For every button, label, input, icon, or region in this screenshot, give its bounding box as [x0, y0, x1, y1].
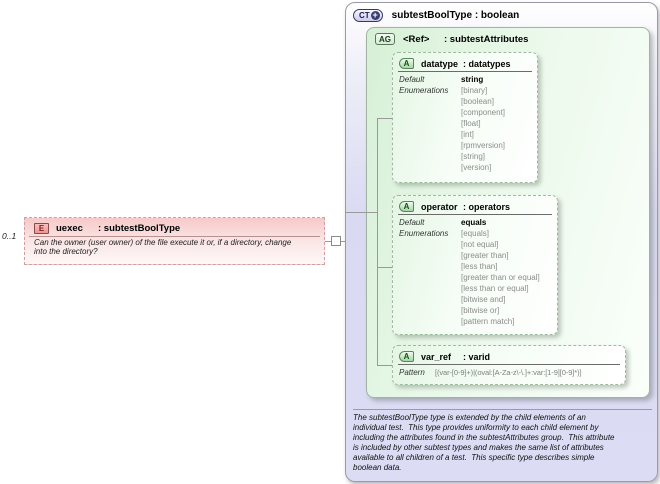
facet-label: Pattern [399, 368, 425, 377]
enumeration-value: [bitwise and] [461, 295, 506, 304]
enumeration-value: [greater than or equal] [461, 273, 540, 282]
facet-labels: Default Enumerations [399, 217, 461, 327]
attribute-operator-box[interactable]: A operator : operators Default Enumerati… [392, 195, 558, 335]
enumeration-value: [binary] [461, 86, 488, 95]
facet-labels: Default Enumerations [399, 74, 461, 173]
divider [398, 214, 552, 215]
pattern-row: Pattern [(var-[0-9]+)|(oval:[A-Za-z\-\.]… [393, 365, 625, 377]
cardinality-label: 0..1 [2, 231, 17, 241]
enumeration-value: [component] [461, 108, 506, 117]
attributegroup-name: <Ref> [403, 33, 430, 45]
enumeration-value: [equals] [461, 229, 490, 238]
attribute-icon: A [399, 58, 414, 69]
divider [398, 71, 532, 72]
annotation-line: into the directory? [34, 246, 98, 256]
collapse-toggle[interactable] [331, 236, 341, 246]
enumeration-value: [less than or equal] [461, 284, 529, 293]
attribute-name: datatype [421, 58, 459, 69]
element-header: E uexec : subtestBoolType [25, 218, 324, 234]
enumeration-value: [rpmversion] [461, 141, 506, 150]
attributegroup-icon: AG [375, 33, 395, 45]
facet-label: Enumerations [399, 229, 449, 238]
enumeration-value: [string] [461, 152, 486, 161]
divider [398, 364, 620, 365]
expand-plus-icon[interactable]: + [370, 10, 380, 20]
element-annotation: Can the owner (user owner) of the file e… [25, 237, 324, 256]
annotation-line: boolean data. [353, 463, 402, 472]
complextype-icon-label: CT [359, 11, 370, 20]
attribute-header: A operator : operators [393, 196, 557, 212]
default-value: string [461, 75, 484, 84]
enumeration-value: [float] [461, 119, 481, 128]
facet-label: Default [399, 75, 425, 84]
enumeration-value: [pattern match] [461, 317, 515, 326]
attribute-type: : varid [463, 351, 491, 362]
connector-line [377, 118, 392, 119]
attribute-icon: A [399, 201, 414, 212]
pattern-value: [(var-[0-9]+)|(oval:[A-Za-z\-\.]+:var:[1… [435, 368, 582, 377]
attribute-name: operator [421, 201, 458, 212]
attribute-type: : datatypes [463, 58, 511, 69]
enumeration-value: [not equal] [461, 240, 499, 249]
annotation-line: individual test. This type provides unif… [353, 423, 599, 432]
enumeration-value: [greater than] [461, 251, 509, 260]
annotation-line: Can the owner (user owner) of the file e… [34, 238, 292, 247]
enumeration-value: [less than] [461, 262, 498, 271]
facet-label: Default [399, 218, 425, 227]
facet-table: Default Enumerations string [binary] [bo… [393, 72, 537, 173]
element-uexec-box[interactable]: E uexec : subtestBoolType Can the owner … [24, 217, 325, 265]
enumeration-value: [boolean] [461, 97, 494, 106]
element-name: uexec [56, 222, 83, 234]
connector-line [346, 212, 377, 213]
enumeration-value: [bitwise or] [461, 306, 500, 315]
facet-values: equals [equals] [not equal] [greater tha… [461, 217, 540, 327]
connector-line [377, 118, 378, 366]
facet-table: Default Enumerations equals [equals] [no… [393, 215, 557, 327]
attribute-header: A datatype : datatypes [393, 53, 537, 69]
connector-line [377, 365, 392, 366]
attributegroup-type: : subtestAttributes [444, 33, 529, 45]
divider [29, 236, 320, 237]
enumeration-value: [version] [461, 163, 492, 172]
facet-values: string [binary] [boolean] [component] [f… [461, 74, 505, 173]
annotation-line: is included by other subtest types and m… [353, 443, 604, 452]
attribute-var-ref-box[interactable]: A var_ref : varid Pattern [(var-[0-9]+)|… [392, 345, 626, 385]
complextype-title: subtestBoolType : boolean [391, 10, 520, 21]
complextype-annotation: The subtestBoolType type is extended by … [353, 409, 652, 473]
annotation-line: The subtestBoolType type is extended by … [353, 413, 586, 422]
enumeration-value: [int] [461, 130, 474, 139]
facet-label: Enumerations [399, 86, 449, 95]
annotation-line: available to all children of a test. Thi… [353, 453, 595, 462]
complextype-icon: CT + [353, 9, 383, 22]
attribute-header: A var_ref : varid [393, 346, 625, 362]
attribute-datatype-box[interactable]: A datatype : datatypes Default Enumerati… [392, 52, 538, 183]
default-value: equals [461, 218, 487, 227]
attribute-icon: A [399, 351, 414, 362]
element-type: : subtestBoolType [98, 222, 181, 234]
attribute-name: var_ref [421, 351, 452, 362]
annotation-line: including the attributes found in the su… [353, 433, 615, 442]
attributegroup-header: AG <Ref> : subtestAttributes [367, 28, 649, 45]
attribute-type: : operators [463, 201, 511, 212]
complextype-header: CT + subtestBoolType : boolean [346, 3, 657, 22]
element-icon: E [34, 222, 49, 234]
connector-line [377, 267, 392, 268]
